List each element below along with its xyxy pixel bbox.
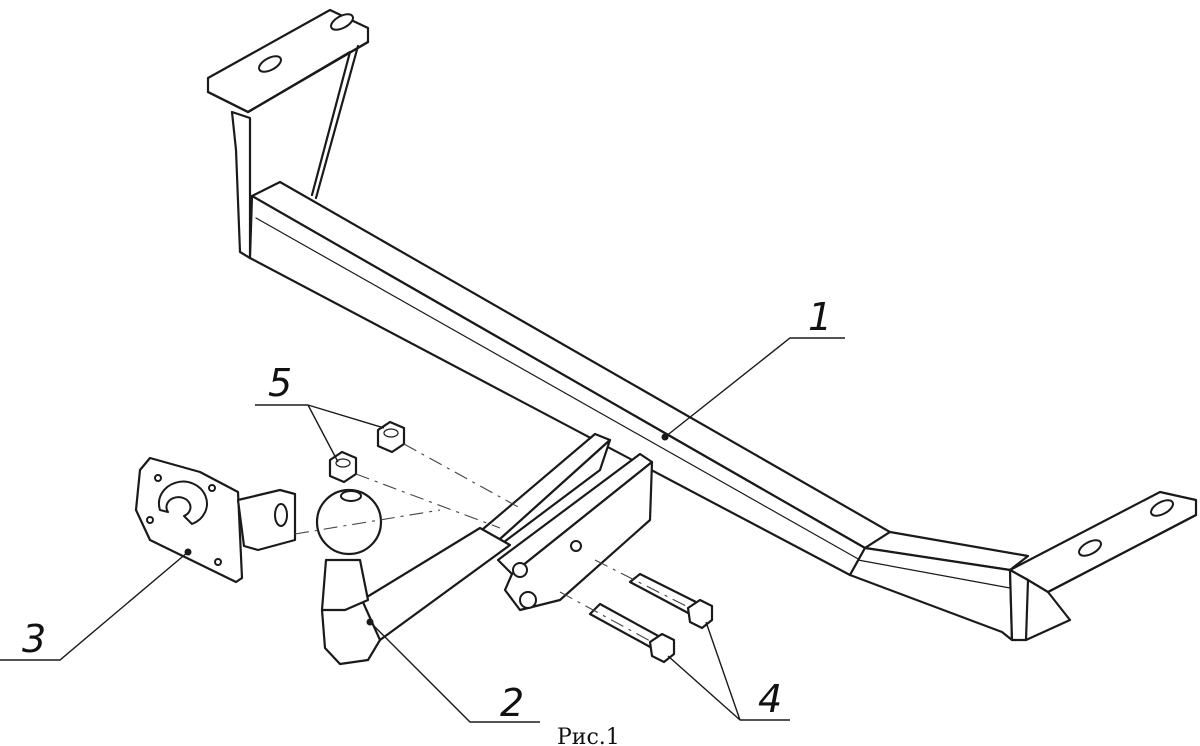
cross-tube — [248, 180, 1030, 642]
bolt-upper — [628, 572, 714, 630]
callout-1 — [664, 337, 845, 438]
socket-plate-part-3 — [134, 456, 297, 584]
callout-4 — [667, 621, 790, 721]
bolts-part-4 — [588, 572, 714, 664]
nut-lower — [328, 450, 358, 484]
callout-5 — [255, 404, 385, 463]
main-beam-part-1 — [206, 8, 1198, 642]
hitch-mounting-plates — [468, 432, 654, 612]
bolt-lower — [588, 602, 676, 664]
nut-upper — [376, 420, 406, 454]
callout-3 — [0, 551, 189, 661]
tow-ball-part-2 — [315, 488, 512, 666]
assembly-axis-lines — [294, 443, 691, 643]
right-mounting-bracket — [1008, 490, 1198, 642]
figure-caption: Рис.1 — [557, 725, 620, 746]
nuts-part-5 — [328, 420, 406, 484]
callout-number-1: 1 — [808, 295, 832, 339]
callout-number-5: 5 — [268, 361, 292, 405]
callout-2 — [369, 621, 540, 723]
callout-number-4: 4 — [758, 677, 782, 721]
left-mounting-bracket — [206, 8, 370, 260]
callout-number-2: 2 — [500, 681, 524, 725]
callout-number-3: 3 — [22, 617, 46, 661]
